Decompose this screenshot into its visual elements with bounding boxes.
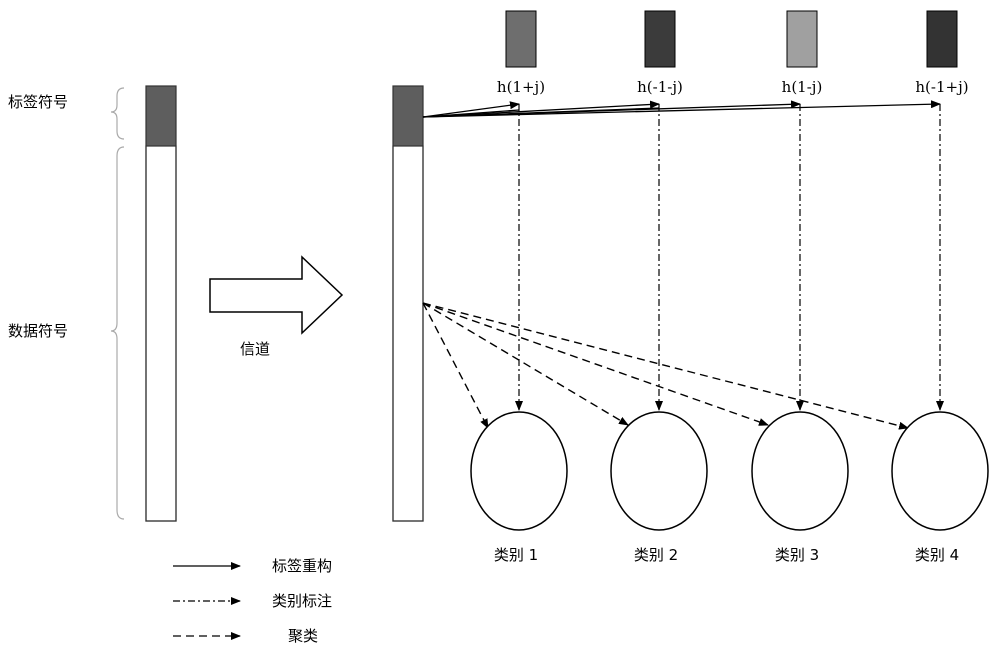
class-3-label: 类别 3 — [775, 546, 819, 564]
data-symbol-text: 数据符号 — [8, 322, 68, 340]
data-brace — [110, 146, 125, 520]
legend-label-2: 类别标注 — [272, 592, 332, 610]
clustering-arrows — [422, 302, 909, 430]
swatch-4 — [926, 10, 958, 68]
class-4-label: 类别 4 — [915, 546, 959, 564]
constellation-label-4: h(-1+j) — [915, 78, 968, 96]
class-4-ellipse — [891, 411, 989, 531]
swatch-2 — [644, 10, 676, 68]
channel-arrow — [209, 255, 344, 335]
class-2-ellipse — [610, 411, 708, 531]
swatch-1 — [505, 10, 537, 68]
class-2-label: 类别 2 — [634, 546, 678, 564]
constellation-label-1: h(1+j) — [497, 78, 545, 96]
label-symbol-text: 标签符号 — [8, 93, 68, 111]
class-annotation-arrows — [515, 104, 944, 411]
legend-label-3: 聚类 — [288, 627, 318, 645]
rx-frame-label-block — [393, 86, 423, 146]
channel-label: 信道 — [240, 340, 270, 358]
legend: 标签重构 类别标注 聚类 — [173, 557, 332, 645]
class-1-label: 类别 1 — [494, 546, 538, 564]
swatch-3 — [786, 10, 818, 68]
class-3-ellipse — [751, 411, 849, 531]
legend-label-1: 标签重构 — [272, 557, 332, 575]
label-reconstruction-arrows — [422, 100, 941, 118]
label-brace — [110, 87, 125, 140]
class-1-ellipse — [470, 411, 568, 531]
tx-frame-data-block — [145, 145, 177, 522]
rx-frame-data-block — [392, 145, 424, 522]
tx-frame-label-block — [146, 86, 176, 146]
constellation-label-3: h(1-j) — [782, 78, 823, 96]
constellation-label-2: h(-1-j) — [637, 78, 683, 96]
